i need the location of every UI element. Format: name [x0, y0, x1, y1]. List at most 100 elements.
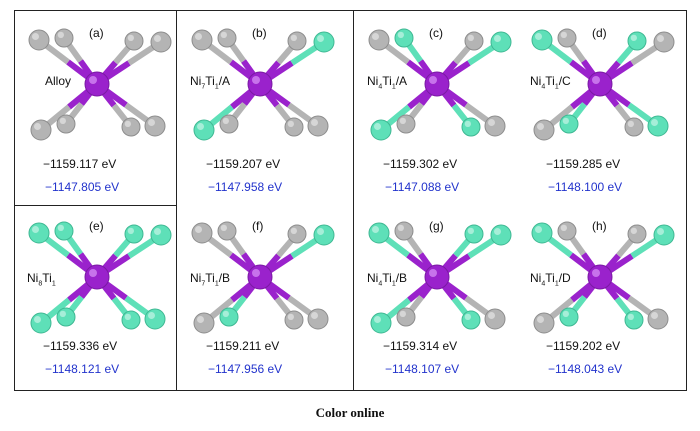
system-subscript: 1 [391, 83, 396, 91]
substituted-atom [370, 312, 392, 334]
atom-highlight [195, 33, 202, 40]
ni-atom [653, 31, 675, 53]
ni-atom [624, 117, 644, 137]
atom-highlight [562, 310, 569, 317]
system-name: Ni7Ti1/A [190, 74, 230, 90]
system-subscript: 1 [554, 280, 559, 288]
atom-cluster-svg [531, 221, 675, 334]
system-name: Ni4Ti1/C [530, 74, 571, 90]
substituted-atom [54, 221, 74, 241]
ti-atom [424, 264, 450, 290]
substituted-atom [559, 114, 579, 134]
atom-highlight [154, 35, 161, 42]
atom-highlight [220, 31, 227, 38]
atom-highlight [287, 120, 294, 127]
energy-value-black: −1159.117 eV [43, 157, 117, 171]
ni-atom [193, 312, 215, 334]
system-subscript: 4 [378, 280, 383, 288]
ni-atom [368, 29, 390, 51]
atom-highlight [124, 120, 131, 127]
atom-highlight [467, 227, 474, 234]
ni-atom [647, 308, 669, 330]
system-text: Ni [190, 271, 202, 285]
panel-label: (g) [429, 219, 444, 233]
atom-highlight [399, 310, 406, 317]
substituted-atom [56, 307, 76, 327]
system-text: Ni [367, 74, 379, 88]
panel-label: (f) [252, 219, 264, 233]
system-name: Ni8Ti1 [27, 271, 56, 287]
atom-highlight [317, 35, 324, 42]
system-text: Ti [42, 271, 52, 285]
system-subscript: 4 [541, 83, 546, 91]
atom-highlight [127, 227, 134, 234]
ni-atom [287, 224, 307, 244]
structure-panel: (g)Ni4Ti1/B−1159.314 eV−1148.107 eV [355, 205, 525, 385]
atom-highlight [57, 31, 64, 38]
atom-highlight [535, 33, 542, 40]
atom-highlight [311, 119, 318, 126]
atom-highlight [592, 269, 600, 277]
atom-cluster-svg [28, 221, 172, 334]
ni-atom [557, 221, 577, 241]
structure-panel: (f)Ni7Ti1/B−1159.211 eV−1147.956 eV [178, 205, 348, 385]
system-subscript: 1 [391, 280, 396, 288]
atom-highlight [657, 35, 664, 42]
atom-highlight [124, 313, 131, 320]
substituted-atom [461, 310, 481, 330]
energy-value-blue: −1148.121 eV [45, 362, 120, 376]
energy-value-blue: −1147.805 eV [45, 180, 120, 194]
ni-atom [150, 31, 172, 53]
system-subscript: 4 [378, 83, 383, 91]
system-text: Ni [530, 74, 542, 88]
substituted-atom [627, 31, 647, 51]
structure-panel: (d)Ni4Ti1/C−1159.285 eV−1148.100 eV [518, 12, 688, 194]
atom-highlight [34, 123, 41, 130]
atom-highlight [562, 117, 569, 124]
substituted-atom [531, 222, 553, 244]
substituted-atom [624, 310, 644, 330]
system-text: Alloy [45, 74, 72, 88]
atom-highlight [222, 117, 229, 124]
system-subscript: 4 [541, 280, 546, 288]
ni-atom [557, 28, 577, 48]
ni-atom [54, 28, 74, 48]
ni-atom [191, 29, 213, 51]
ni-atom [484, 308, 506, 330]
atom-highlight [429, 269, 437, 277]
atom-highlight [488, 119, 495, 126]
substituted-atom [150, 224, 172, 246]
system-subscript: 1 [51, 280, 56, 288]
frame-ni4ti1 [353, 10, 687, 391]
ti-atom [587, 264, 613, 290]
ni-atom [533, 119, 555, 141]
substituted-atom [653, 224, 675, 246]
substituted-atom [193, 119, 215, 141]
ni-atom [307, 115, 329, 137]
atom-highlight [32, 33, 39, 40]
ni-atom [396, 307, 416, 327]
ni-atom [284, 117, 304, 137]
atom-highlight [657, 228, 664, 235]
system-text: /C [558, 74, 571, 88]
atom-highlight [560, 31, 567, 38]
substituted-atom [144, 308, 166, 330]
atom-highlight [32, 226, 39, 233]
ni-atom [394, 221, 414, 241]
substituted-atom [30, 312, 52, 334]
atom-highlight [197, 123, 204, 130]
atom-highlight [630, 227, 637, 234]
atom-highlight [127, 34, 134, 41]
atom-highlight [464, 120, 471, 127]
ni-atom [144, 115, 166, 137]
substituted-atom [313, 31, 335, 53]
system-text: /A [218, 74, 231, 88]
substituted-atom [559, 307, 579, 327]
system-name: Ni4Ti1/A [367, 74, 407, 90]
energy-value-blue: −1148.043 eV [548, 362, 623, 376]
ni-atom [627, 224, 647, 244]
system-text: /D [558, 271, 571, 285]
substituted-atom [28, 222, 50, 244]
system-text: Ni [27, 271, 39, 285]
substituted-atom [490, 224, 512, 246]
